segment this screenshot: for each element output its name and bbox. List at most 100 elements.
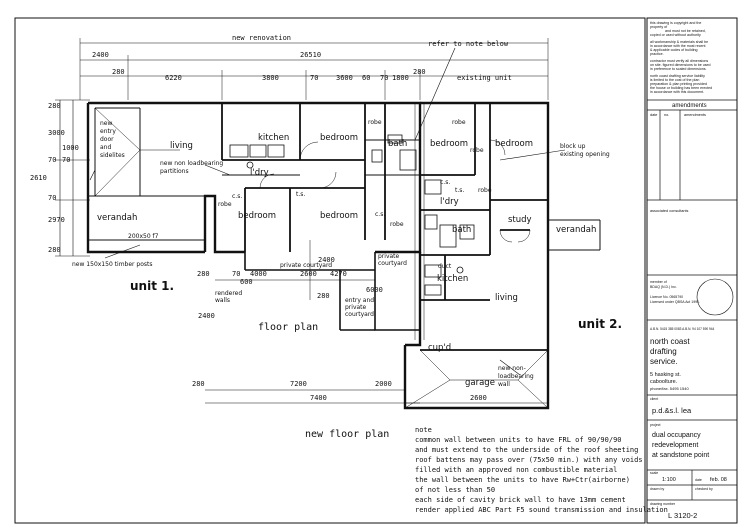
notes-line: each side of cavity brick wall to have 1… xyxy=(415,496,626,504)
tb-copyright: north coast drafting service liability xyxy=(650,74,705,78)
tb-copyright: contractor must verify all dimensions xyxy=(650,59,708,63)
label-rendered-2: walls xyxy=(215,297,230,304)
tb-client-label: client xyxy=(650,397,658,401)
label-entry-private-1: entry and xyxy=(345,297,374,304)
label-new-entry-3: door xyxy=(100,136,114,143)
tb-firm: drafting xyxy=(650,347,677,356)
tb-project: dual occupancy xyxy=(652,432,701,439)
label-non-load-1: new non loadbearing xyxy=(160,160,223,167)
dim-70: 70 xyxy=(380,74,388,82)
room-bedroom-r2: bedroom xyxy=(495,139,533,149)
label-unit-2: unit 2. xyxy=(578,317,622,331)
dim-v-2970: 2970 xyxy=(48,216,65,224)
tb-copyright: in preference to scaled dimensions. xyxy=(650,67,707,71)
dim-diag-2400: 2400 xyxy=(198,312,215,320)
tb-drawn-label: drawn by xyxy=(650,487,664,491)
label-new-renovation: new renovation xyxy=(232,34,291,42)
label-new-floor-plan: new floor plan xyxy=(305,429,389,440)
dim-m-280: 280 xyxy=(317,292,330,300)
room-bedroom-top: bedroom xyxy=(320,133,358,143)
tb-licence: Licence No. 0565790 xyxy=(650,295,683,299)
room-garage: garage xyxy=(465,378,495,388)
dim-3800: 3800 xyxy=(262,74,279,82)
notes-heading: note xyxy=(415,426,432,434)
room-robe-5: robe xyxy=(452,119,466,126)
label-existing-unit: existing unit xyxy=(457,74,512,82)
dim-280: 280 xyxy=(112,68,125,76)
tb-phone: phone/fax. 5495 1540 xyxy=(650,386,689,391)
dim-b-280: 280 xyxy=(192,380,205,388)
dim-v-2610: 2610 xyxy=(30,174,47,182)
room-bedroom-l: bedroom xyxy=(238,211,276,221)
tb-date: feb. 08 xyxy=(710,477,727,483)
notes-line: roof battens may pass over (75x50 min.) … xyxy=(415,456,643,464)
dim-top-2400: 2400 xyxy=(92,51,109,59)
dim-v-280: 280 xyxy=(48,246,61,254)
dim-b-2000: 2000 xyxy=(375,380,392,388)
dim-v-70: 70 xyxy=(48,194,56,202)
dim-1800: 1800 xyxy=(392,74,409,82)
room-ldry-2: l'dry xyxy=(440,197,459,207)
tb-copyright: and must not be retained, xyxy=(665,29,706,33)
tb-amendments: amendments xyxy=(672,103,707,109)
room-verandah-1: verandah xyxy=(97,213,137,223)
tb-drawing-no: L 3120-2 xyxy=(668,511,697,520)
label-duct: duct xyxy=(438,263,452,270)
tb-amend-col-date: date xyxy=(650,113,657,117)
dim-v-280: 280 xyxy=(48,102,61,110)
label-cupd: cup'd xyxy=(428,343,451,353)
dim-b-7200: 7200 xyxy=(290,380,307,388)
label-rendered-1: rendered xyxy=(215,290,242,297)
dim-60: 60 xyxy=(362,74,370,82)
room-study: study xyxy=(508,215,532,225)
room-cs-3: c.s. xyxy=(440,179,450,186)
dim-m-2600: 2600 xyxy=(300,270,317,278)
tb-copyright: on site. figured dimensions to be used xyxy=(650,63,711,67)
room-bath-1: bath xyxy=(388,139,407,149)
room-robe-2: robe xyxy=(218,201,232,208)
room-robe-1: robe xyxy=(368,119,382,126)
tb-client: p.d.&s.l. lea xyxy=(652,406,692,415)
tb-licence: Licensed under QBSA Act 1991. xyxy=(650,300,700,304)
tb-project: redevelopment xyxy=(652,442,698,449)
tb-checked-label: checked by xyxy=(695,487,713,491)
room-ldry-1: l'dry xyxy=(250,168,269,178)
tb-copyright: the house or building has been erected xyxy=(650,86,712,90)
dim-m-280: 280 xyxy=(197,270,210,278)
room-bedroom-m: bedroom xyxy=(320,211,358,221)
notes-line: the wall between the units to have Rw+Ct… xyxy=(415,476,630,484)
label-garage-wall-1: new non- xyxy=(498,365,526,372)
dim-b-2600: 2600 xyxy=(470,394,487,402)
drawing-frame xyxy=(14,17,646,524)
tb-copyright: is limited to the cost of the plan xyxy=(650,78,699,82)
label-unit-1: unit 1. xyxy=(130,279,174,293)
tb-member: BDAQ (N.D.) Inc. xyxy=(650,285,677,289)
dim-v-3000: 3000 xyxy=(48,129,65,137)
label-new-entry-4: and xyxy=(100,144,111,151)
label-courtyard-b2: courtyard xyxy=(378,260,407,267)
tb-firm: north coast xyxy=(650,337,690,346)
room-kitchen-1: kitchen xyxy=(258,133,289,143)
dim-m-600: 600 xyxy=(240,278,253,286)
tb-copyright: & applicable codes of building xyxy=(650,48,698,52)
label-entry-private-2: private xyxy=(345,304,367,311)
dim-m-6000: 6000 xyxy=(366,286,383,294)
dim-v-70: 70 xyxy=(62,156,70,164)
room-kitchen-2: kitchen xyxy=(437,274,468,284)
tb-copyright: in accordance with the most recent xyxy=(650,44,706,48)
notes-line: render applied ABC Part F5 sound transmi… xyxy=(415,506,668,514)
room-verandah-2: verandah xyxy=(556,225,596,235)
tb-drawing-label: drawing number xyxy=(650,502,676,506)
label-courtyard-a: private courtyard xyxy=(280,262,332,269)
notes-line: of not less than 50 xyxy=(415,486,495,494)
room-robe-6: robe xyxy=(478,187,492,194)
room-cs-2: c.s. xyxy=(375,211,385,218)
room-ts-2: t.s. xyxy=(455,187,464,194)
dim-3600: 3600 xyxy=(336,74,353,82)
dim-6220: 6220 xyxy=(165,74,182,82)
room-bedroom-r1: bedroom xyxy=(430,139,468,149)
dim-v-70: 70 xyxy=(48,156,56,164)
tb-amend-col-desc: amendments xyxy=(684,113,706,117)
tb-firm: service. xyxy=(650,357,678,366)
